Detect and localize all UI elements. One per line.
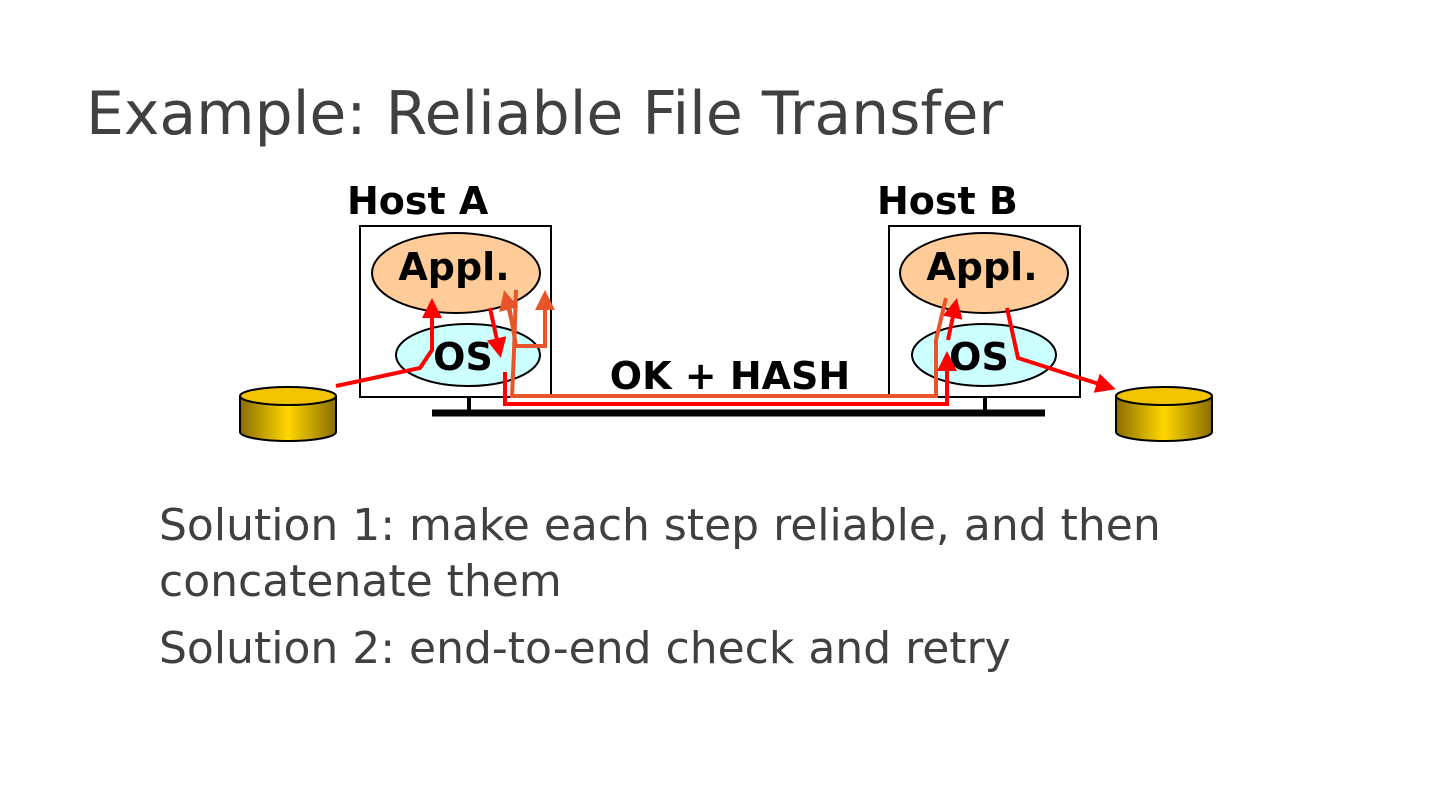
solution-2-text: Solution 2: end-to-end check and retry: [159, 623, 1011, 674]
data-path-app-to-os: [486, 307, 507, 358]
ok-hash-label: OK + HASH: [610, 354, 850, 398]
disk-b-icon: [1115, 386, 1213, 442]
solution-1-text: Solution 1: make each step reliable, and…: [159, 500, 1161, 607]
data-path-disk-to-app: [335, 298, 442, 388]
data-path-os-to-app-b: [942, 298, 963, 341]
host-b-app-ellipse: [899, 232, 1069, 314]
host-b-app-label: Appl.: [926, 245, 1037, 289]
host-a-app-ellipse: [371, 232, 541, 314]
host-a-label: Host A: [347, 179, 489, 223]
host-b-label: Host B: [877, 179, 1018, 223]
data-path-network: [503, 351, 957, 406]
data-path-app-to-disk-b: [1005, 307, 1116, 393]
host-b-os-label: OS: [949, 335, 1009, 379]
slide-title: Example: Reliable File Transfer: [86, 79, 1004, 149]
host-a: Appl. OS: [359, 225, 552, 398]
disk-a-icon: [239, 386, 337, 442]
host-a-app-label: Appl.: [398, 245, 509, 289]
ack-path-arrow-app-a: [499, 290, 519, 331]
host-a-os-label: OS: [433, 335, 493, 379]
host-b: Appl. OS: [888, 225, 1081, 398]
solution-list: Solution 1: make each step reliable, and…: [159, 498, 1359, 677]
